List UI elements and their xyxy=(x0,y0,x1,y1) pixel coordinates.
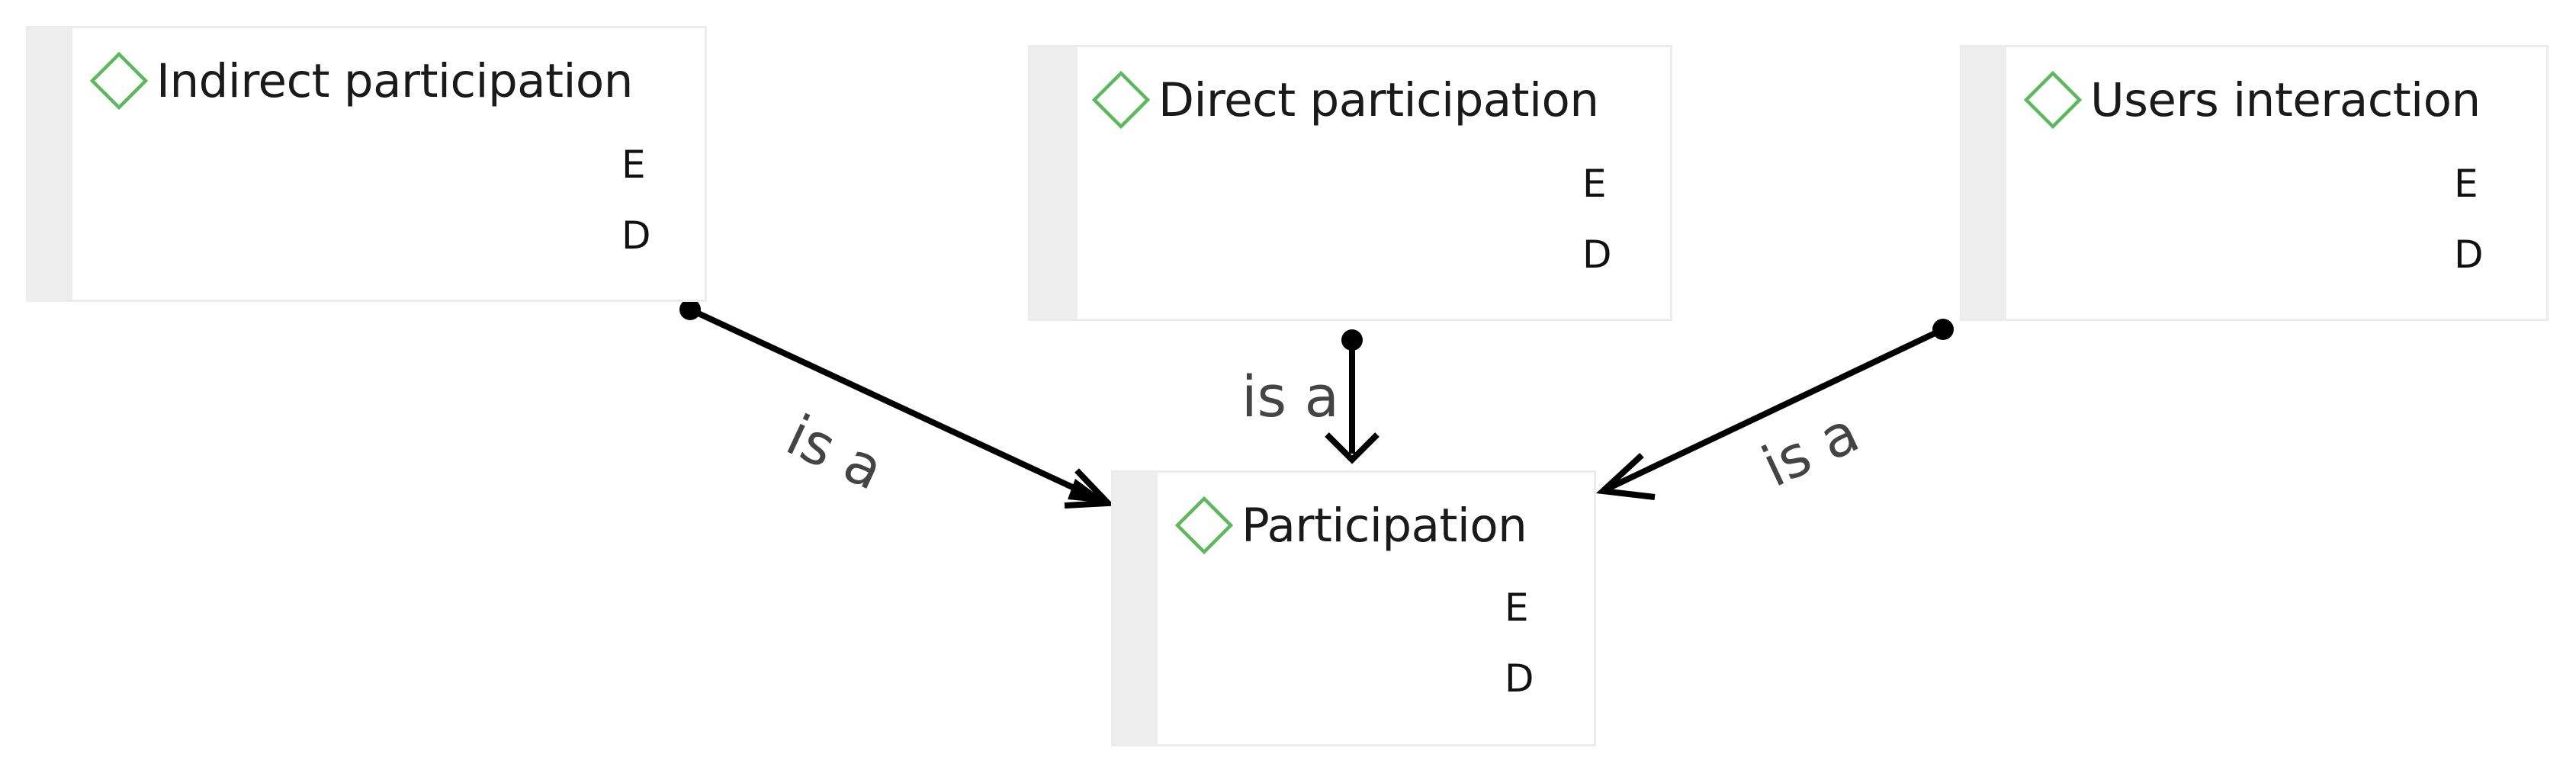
edge-indirect-to-participation[interactable] xyxy=(679,299,1115,509)
node-title: Indirect participation xyxy=(156,53,633,108)
diamond-icon xyxy=(89,51,149,111)
entity-node-participation[interactable]: Participation E D xyxy=(1111,470,1596,746)
edge-direct-to-participation[interactable] xyxy=(1325,329,1380,464)
node-attribute-d: D xyxy=(1505,656,1534,701)
entity-node-direct-participation[interactable]: Direct participation E D xyxy=(1028,45,1672,321)
node-side-strip xyxy=(1030,47,1078,319)
diamond-icon xyxy=(1174,496,1234,555)
entity-node-indirect-participation[interactable]: Indirect participation E D xyxy=(26,26,707,302)
node-attribute-e: E xyxy=(1505,586,1529,630)
node-attribute-e: E xyxy=(622,143,646,187)
arrowhead-icon xyxy=(1068,479,1108,503)
node-attribute-d: D xyxy=(2454,233,2484,277)
node-side-strip xyxy=(28,28,72,300)
diamond-icon xyxy=(2023,70,2083,130)
edge-label-direct: is a xyxy=(1241,364,1339,430)
entity-node-users-interaction[interactable]: Users interaction E D xyxy=(1960,45,2549,321)
arrowhead-icon xyxy=(1595,453,1656,500)
node-title: Participation xyxy=(1241,498,1527,553)
node-attribute-d: D xyxy=(622,213,651,258)
node-side-strip xyxy=(1113,473,1158,744)
node-attribute-e: E xyxy=(2454,162,2478,206)
arrowhead-icon xyxy=(1325,432,1380,464)
node-side-strip xyxy=(1962,47,2006,319)
diamond-icon xyxy=(1091,70,1151,130)
node-attribute-d: D xyxy=(1582,233,1612,277)
node-title: Users interaction xyxy=(2090,72,2481,127)
node-title: Direct participation xyxy=(1158,72,1599,127)
edge-users-to-participation[interactable] xyxy=(1595,319,1954,500)
node-attribute-e: E xyxy=(1582,162,1607,206)
